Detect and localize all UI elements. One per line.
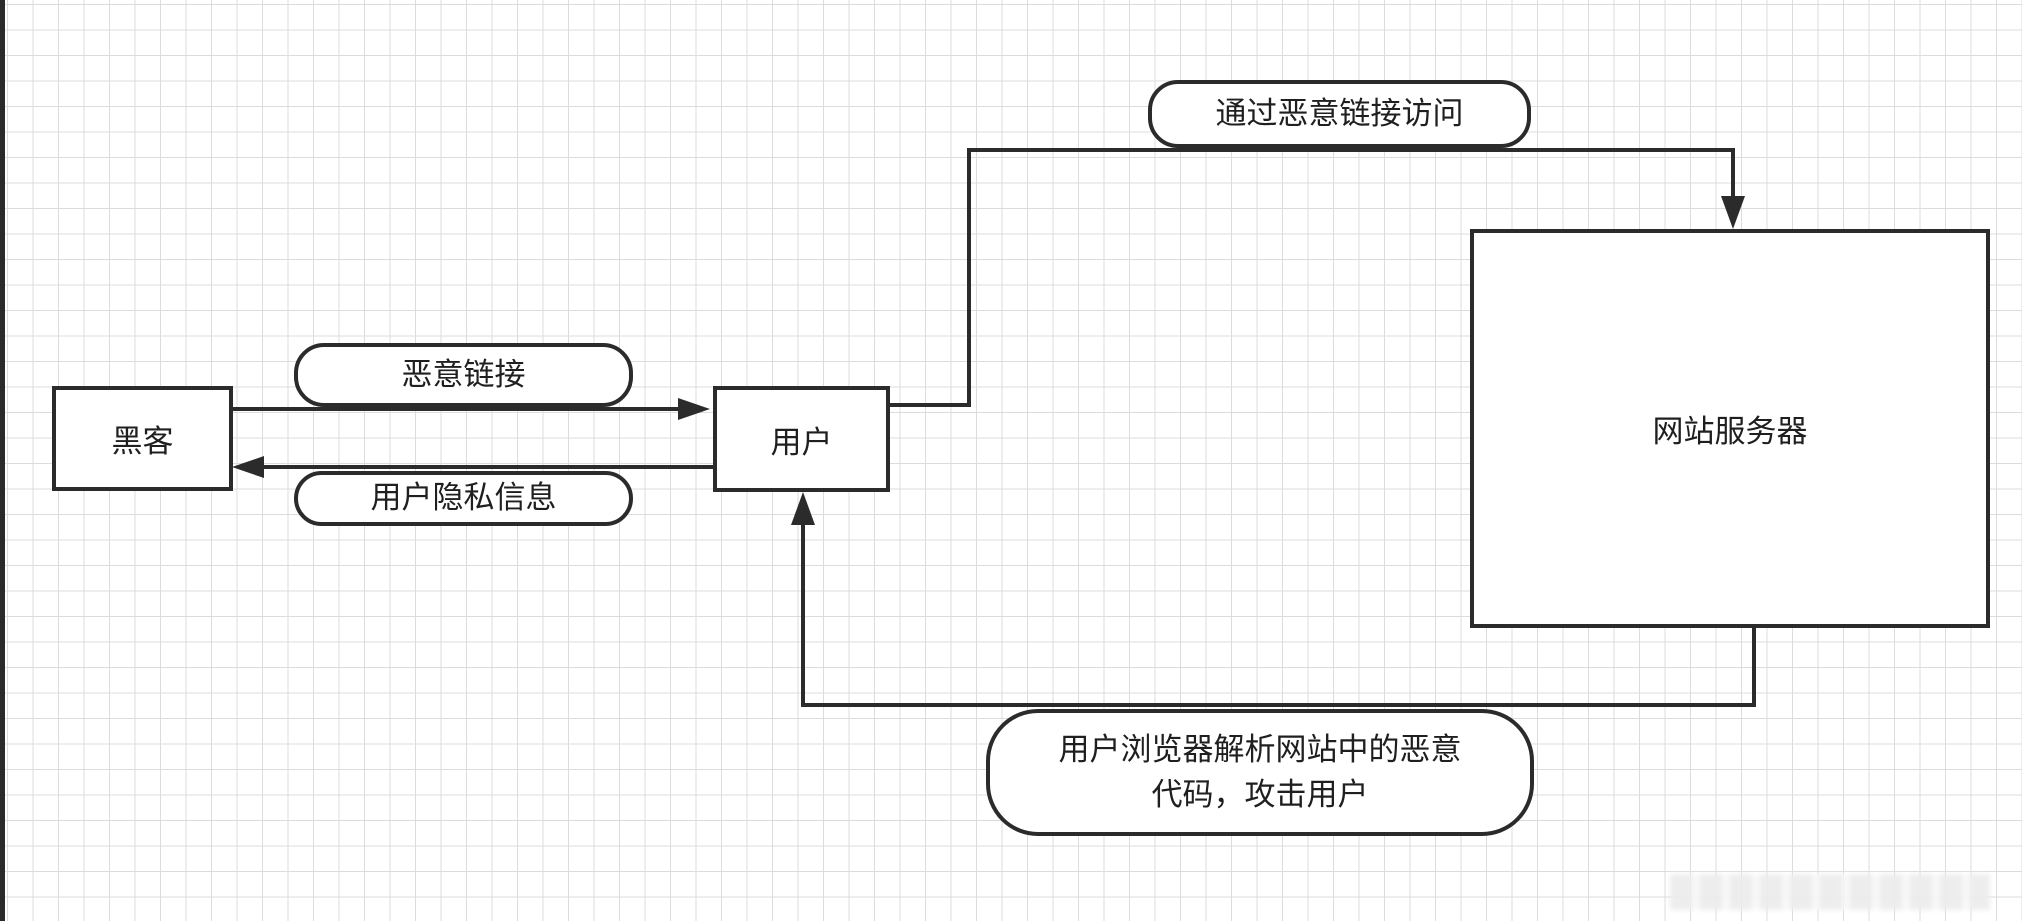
blurred-watermark [1670,874,1990,910]
visit-via-malicious-link-label: 通过恶意链接访问 [1148,80,1531,148]
window-left-edge [0,0,5,921]
browser-parse-label-line1: 用户浏览器解析网站中的恶意 [1058,731,1462,768]
browser-parse-malicious-code-label: 用户浏览器解析网站中的恶意 代码，攻击用户 [986,709,1534,836]
web-server-node-label: 网站服务器 [1652,414,1808,450]
browser-parse-label-line2: 代码，攻击用户 [1151,776,1369,813]
web-server-node: 网站服务器 [1470,229,1990,628]
edge-user-to-hacker [232,456,713,478]
edge-hacker-to-user [233,398,710,420]
edge-user-to-server [890,148,1745,407]
hacker-node: 黑客 [52,386,233,491]
edge-server-to-user [791,492,1756,707]
user-private-info-label: 用户隐私信息 [294,471,633,526]
malicious-link-label: 恶意链接 [294,343,633,407]
hacker-node-label: 黑客 [111,424,174,460]
user-node-label: 用户 [770,424,833,461]
user-node: 用户 [713,386,890,492]
